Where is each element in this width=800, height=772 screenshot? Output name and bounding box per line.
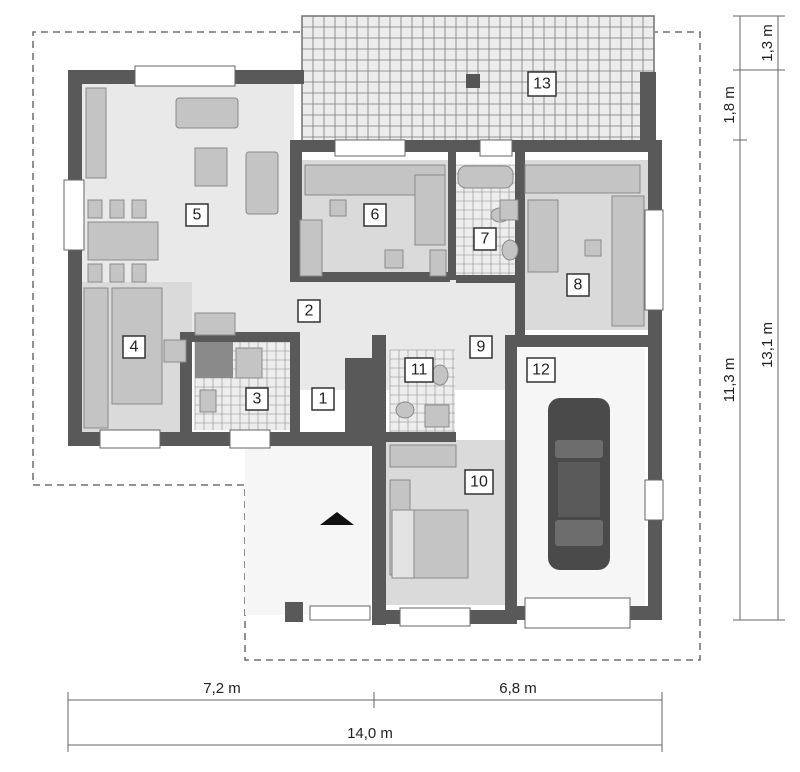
svg-text:9: 9 [477, 339, 486, 356]
room-label-7: 7 [473, 227, 497, 251]
room-label-10: 10 [464, 469, 494, 495]
dimension-bottom-total: 14,0 m [347, 725, 393, 742]
room-label-13: 13 [527, 71, 557, 97]
room-label-8: 8 [566, 273, 590, 297]
room-label-9: 9 [469, 335, 493, 359]
furniture [83, 87, 645, 579]
dimension-right-top: 1,3 m [759, 24, 776, 62]
svg-text:6: 6 [371, 207, 380, 224]
room-label-3: 3 [245, 387, 269, 411]
terrace [301, 15, 656, 143]
dimension-right-lower: 11,3 m [721, 358, 738, 403]
room-label-4: 4 [122, 335, 146, 359]
windows [63, 65, 664, 629]
room-label-2: 2 [297, 299, 321, 323]
svg-text:4: 4 [130, 339, 139, 356]
entrance-arrow-icon [320, 512, 354, 525]
svg-text:5: 5 [193, 207, 202, 224]
svg-text:2: 2 [305, 303, 314, 320]
dimension-bottom-left: 7,2 m [203, 680, 241, 697]
svg-text:7: 7 [481, 231, 490, 248]
room-label-5: 5 [185, 203, 209, 227]
room-label-12: 12 [526, 357, 556, 383]
dimension-lines [67, 15, 785, 752]
car-icon [548, 398, 610, 570]
svg-text:3: 3 [253, 391, 262, 408]
svg-text:11: 11 [411, 362, 428, 379]
svg-text:8: 8 [574, 277, 583, 294]
dimension-bottom-right: 6,8 m [499, 680, 537, 697]
svg-text:12: 12 [532, 362, 550, 379]
room-labels: 1 2 3 4 5 6 7 8 9 10 11 12 13 [122, 71, 590, 495]
svg-text:1: 1 [319, 391, 328, 408]
dimension-right-upper: 1,8 m [721, 86, 738, 124]
svg-text:10: 10 [470, 474, 488, 491]
room-label-6: 6 [363, 203, 387, 227]
room-label-1: 1 [311, 387, 335, 411]
roof-outline [32, 31, 701, 661]
dimension-right-total: 13,1 m [759, 322, 776, 368]
svg-text:13: 13 [533, 76, 551, 93]
room-label-11: 11 [404, 357, 434, 383]
